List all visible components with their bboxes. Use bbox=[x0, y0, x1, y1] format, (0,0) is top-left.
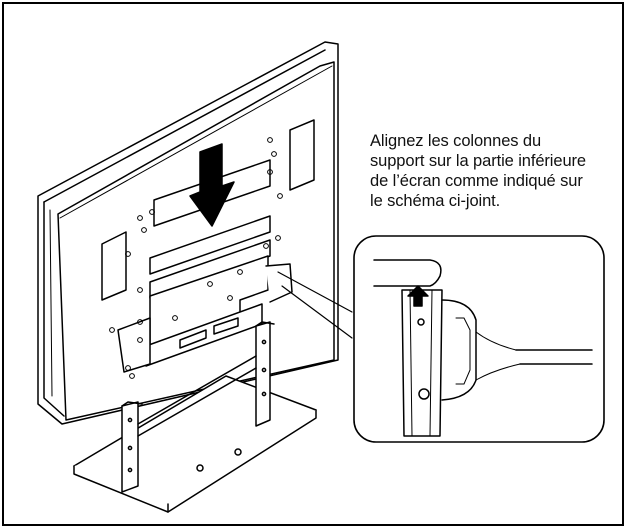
detail-leader-lines bbox=[277, 271, 353, 339]
down-arrow-icon bbox=[189, 143, 235, 227]
detail-callout bbox=[353, 235, 605, 443]
screw-holes bbox=[109, 137, 283, 379]
instruction-text: Alignez les colonnes du support sur la p… bbox=[370, 132, 586, 210]
up-arrow-icon bbox=[407, 285, 429, 307]
tv-stand bbox=[73, 321, 317, 513]
